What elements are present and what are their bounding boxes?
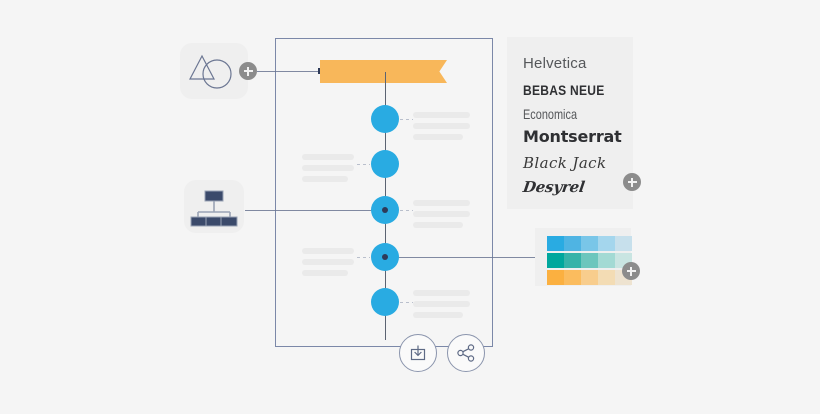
org-chart-icon [190, 190, 238, 227]
text-line [413, 123, 470, 129]
add-font-button[interactable] [623, 173, 641, 191]
timeline-node-2[interactable] [371, 150, 399, 178]
swatch[interactable] [564, 253, 581, 268]
font-helvetica[interactable]: Helvetica [523, 55, 587, 72]
text-line [302, 248, 354, 254]
download-button[interactable] [399, 334, 437, 372]
swatch[interactable] [564, 270, 581, 285]
timeline-node-5[interactable] [371, 288, 399, 316]
add-shape-button[interactable] [239, 62, 257, 80]
shapes-icon-group [189, 54, 232, 89]
connector-shapes-to-banner [257, 71, 321, 72]
shapes-tool-card[interactable] [180, 43, 248, 99]
font-montserrat[interactable]: Montserrat [523, 127, 622, 146]
orange-ribbon-banner[interactable] [320, 60, 447, 83]
text-line [413, 222, 463, 228]
text-line [302, 176, 348, 182]
fonts-panel: Helvetica BEBAS NEUE Economica Montserra… [507, 37, 633, 209]
text-line [413, 301, 470, 307]
swatch[interactable] [581, 270, 598, 285]
dashed-connector-3 [400, 210, 413, 211]
text-block-left-2 [302, 248, 354, 281]
text-line [302, 270, 348, 276]
text-line [302, 154, 354, 160]
palette-row-blue [547, 236, 632, 251]
swatch[interactable] [598, 236, 615, 251]
palette-row-orange [547, 270, 632, 285]
swatch[interactable] [547, 253, 564, 268]
text-line [302, 259, 354, 265]
font-desyrel[interactable]: Desyrel [521, 178, 586, 196]
dashed-connector-4 [357, 257, 370, 258]
text-line [413, 211, 470, 217]
circle-icon [202, 59, 232, 89]
swatch[interactable] [564, 236, 581, 251]
add-palette-button[interactable] [622, 262, 640, 280]
timeline-node-3-center [382, 207, 388, 213]
timeline-document [275, 38, 493, 347]
color-palette-panel [535, 228, 632, 286]
swatch[interactable] [547, 236, 564, 251]
text-block-right-3 [413, 290, 470, 323]
timeline-node-4-center [382, 254, 388, 260]
text-line [413, 200, 470, 206]
font-bebas-neue[interactable]: BEBAS NEUE [523, 82, 605, 98]
font-black-jack[interactable]: Black Jack [523, 154, 607, 172]
text-line [413, 112, 470, 118]
connector-node4-to-palette [387, 257, 535, 258]
swatch[interactable] [581, 253, 598, 268]
timeline-node-1[interactable] [371, 105, 399, 133]
download-icon [410, 345, 426, 361]
triangle-icon [189, 54, 215, 80]
text-line [413, 312, 463, 318]
text-line [413, 134, 463, 140]
text-line [302, 165, 354, 171]
swatch[interactable] [547, 270, 564, 285]
text-block-right-1 [413, 112, 470, 145]
dashed-connector-1 [400, 119, 413, 120]
text-block-left-1 [302, 154, 354, 187]
dashed-connector-2 [357, 164, 370, 165]
swatch[interactable] [615, 236, 632, 251]
connector-hierarchy-to-node3 [245, 210, 383, 211]
text-block-right-2 [413, 200, 470, 233]
swatch[interactable] [581, 236, 598, 251]
dashed-connector-5 [400, 302, 413, 303]
text-line [413, 290, 470, 296]
hierarchy-tool-card[interactable] [184, 180, 244, 233]
swatch[interactable] [598, 253, 615, 268]
share-button[interactable] [447, 334, 485, 372]
share-icon [457, 344, 475, 362]
palette-row-teal [547, 253, 632, 268]
swatch[interactable] [598, 270, 615, 285]
font-economica[interactable]: Economica [523, 106, 578, 122]
